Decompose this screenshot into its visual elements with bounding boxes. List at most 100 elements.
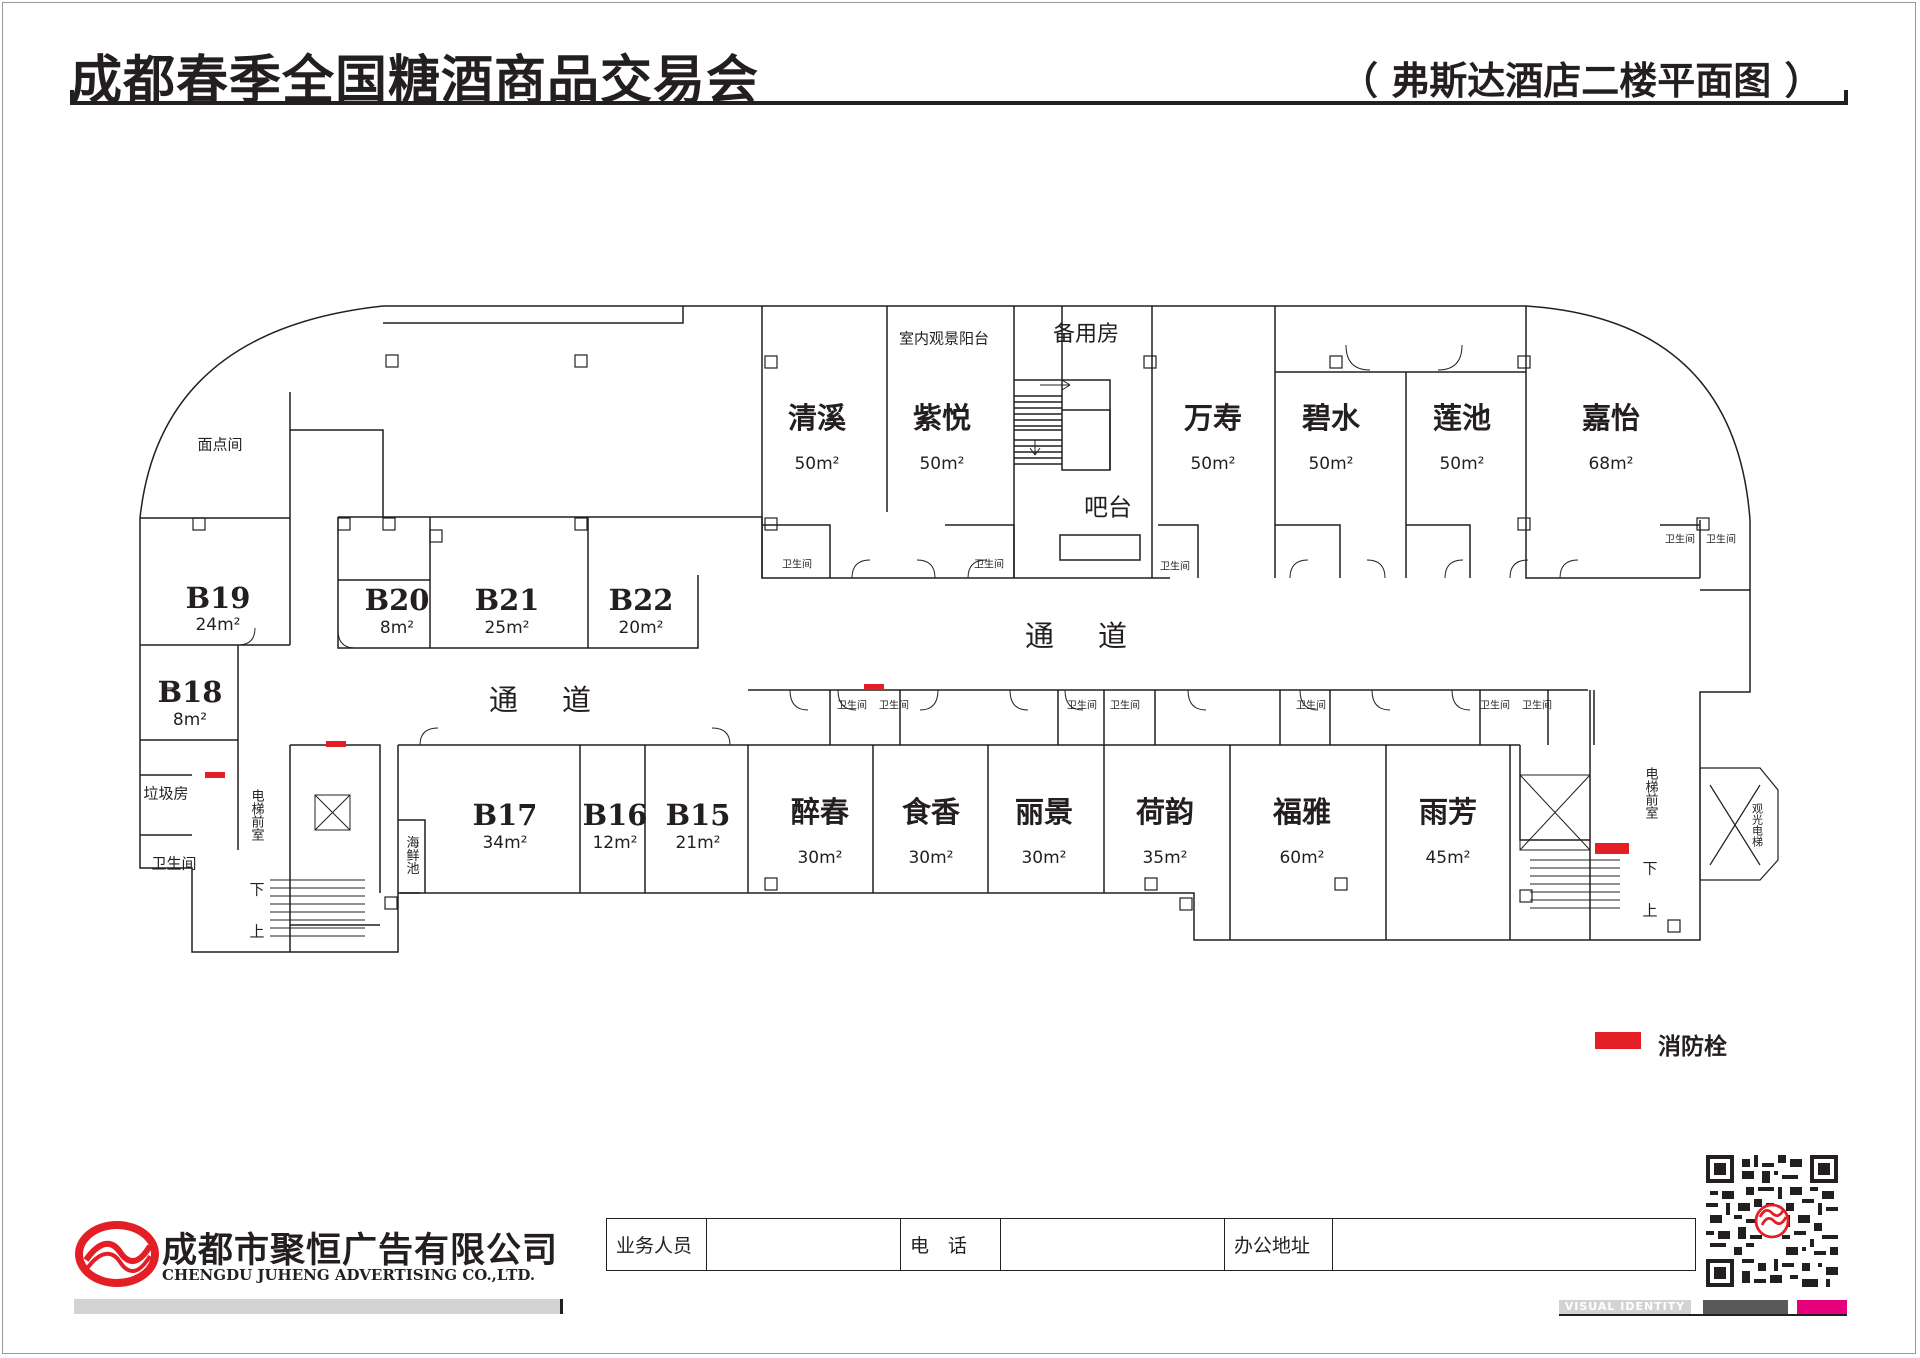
restroom-label: 卫生间	[1480, 700, 1510, 712]
salesperson-value[interactable]	[707, 1219, 901, 1270]
outer-wall-right	[400, 520, 1751, 941]
booth-b22-name: B22	[608, 583, 674, 617]
restroom-label: 卫生间	[1665, 534, 1695, 546]
booth-b19-area: 24m²	[195, 615, 241, 635]
booth-qingxi-area: 50m²	[794, 454, 840, 474]
salesperson-label: 业务人员	[607, 1219, 707, 1270]
booth-ziyue-name: 紫悦	[912, 401, 972, 435]
booth-wanshou-name: 万寿	[1183, 401, 1243, 435]
fire-hydrant-legend-swatch	[1595, 1032, 1641, 1049]
restroom-label: 卫生间	[1067, 700, 1097, 712]
outer-wall-right-arc	[1525, 305, 1751, 521]
booth-shixiang-area: 30m²	[908, 848, 954, 868]
booth-lijing-area: 30m²	[1021, 848, 1067, 868]
booth-qingxi-name: 清溪	[787, 401, 847, 435]
booth-b18-name: B18	[157, 675, 223, 709]
booth-b16-area: 12m²	[592, 833, 638, 853]
garbage-room-label: 垃圾房	[143, 784, 189, 803]
restroom-label: 卫生间	[1522, 700, 1552, 712]
booth-b20-name: B20	[364, 583, 430, 617]
restroom-label: 卫生间	[837, 700, 867, 712]
stair-right-treads	[1530, 859, 1620, 909]
bar-label: 吧台	[1084, 493, 1132, 522]
booth-b21-area: 25m²	[484, 618, 530, 638]
booth-zuichun-area: 30m²	[797, 848, 843, 868]
elevator-lobby-label-left: 电梯前室	[248, 789, 264, 841]
restroom-label-left: 卫生间	[151, 854, 197, 873]
visual-identity-bar: VISUAL IDENTITY	[1559, 1300, 1691, 1314]
booth-b15-area: 21m²	[675, 833, 721, 853]
phone-label: 电 话	[901, 1219, 1001, 1270]
sightseeing-elevator-label: 观光电梯	[1750, 803, 1764, 847]
page-subtitle: （ 弗斯达酒店二楼平面图 ）	[1340, 59, 1823, 103]
stairs-down-right: 下	[1642, 859, 1658, 878]
restroom-label: 卫生间	[974, 559, 1004, 571]
office-address-value[interactable]	[1333, 1219, 1695, 1270]
booth-yufang-area: 45m²	[1425, 848, 1471, 868]
booth-b19-name: B19	[185, 581, 251, 615]
footer-bar-separator	[560, 1299, 563, 1314]
elevator-lobby-label-right: 电梯前室	[1642, 767, 1658, 819]
seafood-pool-label: 海鲜池	[403, 835, 419, 875]
office-address-label: 办公地址	[1225, 1219, 1333, 1270]
booth-lijing-name: 丽景	[1014, 795, 1074, 829]
indoor-balcony-label: 室内观景阳台	[898, 329, 990, 348]
booth-bishui-name: 碧水	[1301, 401, 1361, 435]
booth-lianchi-area: 50m²	[1439, 454, 1485, 474]
contact-info-table: 业务人员 电 话 办公地址	[606, 1218, 1696, 1271]
booth-shixiang-name: 食香	[901, 795, 961, 829]
booth-b15-name: B15	[665, 798, 731, 832]
booth-ziyue-area: 50m²	[919, 454, 965, 474]
booth-fuya-area: 60m²	[1279, 848, 1325, 868]
stair-left-treads	[270, 879, 365, 937]
booth-b17-name: B17	[472, 798, 538, 832]
booth-b21-name: B21	[474, 583, 540, 617]
footer-bar-grey	[74, 1299, 560, 1314]
phone-value[interactable]	[1001, 1219, 1225, 1270]
booth-b16-name: B16	[582, 798, 648, 832]
booth-b17-area: 34m²	[482, 833, 528, 853]
title-rule-tick-left	[70, 90, 74, 105]
stair-top-treads	[1014, 395, 1062, 465]
booth-b22-area: 20m²	[618, 618, 664, 638]
booth-wanshou-area: 50m²	[1190, 454, 1236, 474]
restroom-label: 卫生间	[879, 700, 909, 712]
title-rule-tick-right	[1844, 90, 1848, 105]
restroom-label: 卫生间	[1296, 700, 1326, 712]
booth-jiayi-area: 68m²	[1588, 454, 1634, 474]
booth-lianchi-name: 莲池	[1432, 401, 1492, 435]
booth-jiayi-name: 嘉怡	[1581, 401, 1641, 435]
sightseeing-elevator-shape	[1699, 767, 1779, 881]
booth-b18-area: 8m²	[172, 710, 208, 730]
restroom-label: 卫生间	[1706, 534, 1736, 546]
company-logo-icon	[75, 1221, 159, 1287]
pastry-room-label: 面点间	[197, 435, 243, 454]
booth-yufang-name: 雨芳	[1418, 795, 1478, 829]
booth-b20-area: 8m²	[379, 618, 415, 638]
restroom-label: 卫生间	[1160, 561, 1190, 573]
company-name-en: CHENGDU JUHENG ADVERTISING CO.,LTD.	[162, 1266, 536, 1284]
corridor-label-lower: 通道	[488, 683, 636, 717]
qr-code-icon	[1706, 1155, 1838, 1287]
outer-wall-left-arc	[139, 305, 384, 519]
structural-columns	[162, 354, 1710, 933]
corridor-label-upper: 通道	[1024, 619, 1172, 653]
booth-fuya-name: 福雅	[1272, 795, 1332, 829]
company-name-cn: 成都市聚恒广告有限公司	[162, 1231, 559, 1271]
title-rule	[70, 101, 1848, 105]
stairs-up-right: 上	[1642, 901, 1658, 920]
booth-heyun-area: 35m²	[1142, 848, 1188, 868]
visual-identity-rule	[1559, 1314, 1847, 1316]
fire-hydrant-legend-label: 消防栓	[1658, 1034, 1727, 1060]
booth-zuichun-name: 醉春	[790, 795, 850, 829]
visual-identity-pink-bar	[1797, 1300, 1847, 1314]
spare-room-label: 备用房	[1052, 322, 1120, 347]
restroom-label: 卫生间	[1110, 700, 1140, 712]
visual-identity-dark-bar	[1703, 1300, 1788, 1314]
booth-bishui-area: 50m²	[1308, 454, 1354, 474]
booth-heyun-name: 荷韵	[1135, 795, 1195, 829]
stairs-down-left: 下	[249, 880, 265, 899]
fire-hydrant-markers	[205, 684, 1629, 854]
